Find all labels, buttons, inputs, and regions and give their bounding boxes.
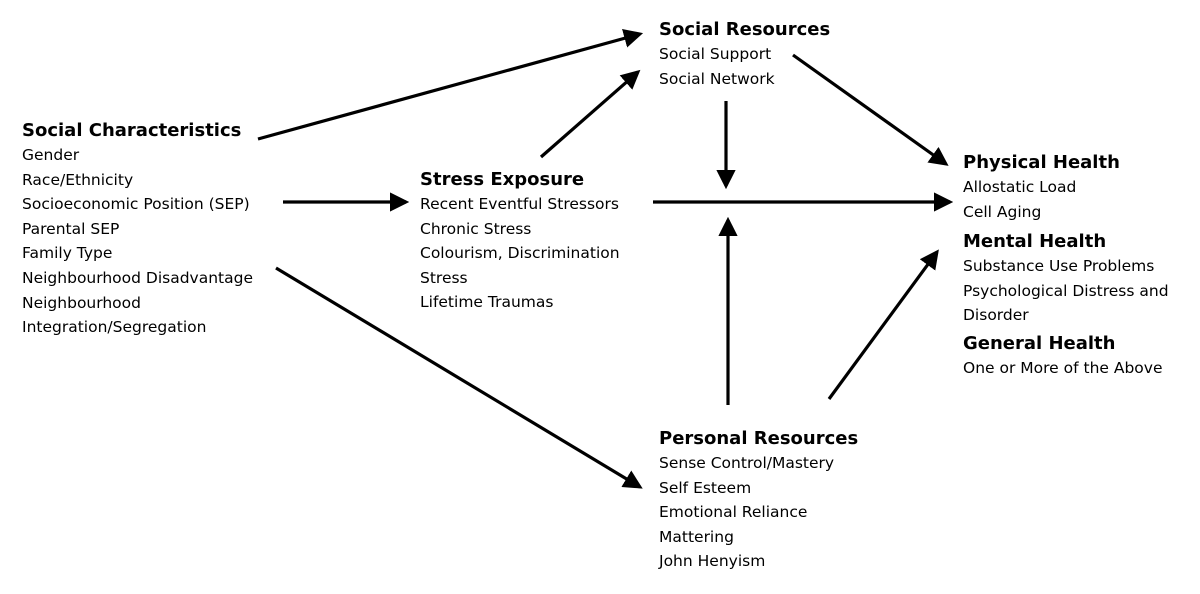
node-item: Self Esteem bbox=[659, 478, 752, 497]
node-mental-health: Mental Health Substance Use Problems Psy… bbox=[963, 230, 1169, 328]
arrow-social-characteristics-to-personal-resources bbox=[275, 266, 643, 489]
node-items: Substance Use Problems Psychological Dis… bbox=[963, 254, 1169, 328]
node-item: Socioeconomic Position (SEP) bbox=[22, 195, 250, 214]
node-items: Recent Eventful Stressors Chronic Stress… bbox=[420, 192, 620, 315]
arrow-social-characteristics-to-social-resources bbox=[257, 28, 644, 141]
arrow-personal-resources-to-mental-health bbox=[827, 249, 939, 400]
node-title: Personal Resources bbox=[659, 428, 859, 449]
node-item: Cell Aging bbox=[963, 202, 1042, 221]
node-item: John Henyism bbox=[659, 552, 766, 571]
node-physical-health: Physical Health Allostatic Load Cell Agi… bbox=[963, 151, 1120, 224]
node-items: Sense Control/Mastery Self Esteem Emotio… bbox=[659, 451, 858, 574]
node-item: Race/Ethnicity bbox=[22, 170, 134, 189]
node-item: Neighbourhood bbox=[22, 293, 141, 312]
node-social-resources: Social Resources Social Support Social N… bbox=[659, 18, 830, 91]
node-items: One or More of the Above bbox=[963, 356, 1163, 381]
arrow-social-resources-to-physical-health bbox=[792, 53, 949, 166]
node-title: Physical Health bbox=[963, 152, 1120, 173]
node-social-characteristics: Social Characteristics Gender Race/Ethni… bbox=[22, 119, 253, 340]
node-general-health: General Health One or More of the Above bbox=[963, 332, 1163, 381]
node-title: General Health bbox=[963, 333, 1116, 354]
node-item: Stress bbox=[420, 268, 468, 287]
node-item: Family Type bbox=[22, 244, 113, 263]
node-title: Stress Exposure bbox=[420, 169, 585, 190]
node-item: Gender bbox=[22, 146, 80, 164]
node-personal-resources: Personal Resources Sense Control/Mastery… bbox=[659, 427, 858, 574]
node-stress-exposure: Stress Exposure Recent Eventful Stressor… bbox=[420, 168, 620, 315]
node-item: Colourism, Discrimination bbox=[420, 244, 620, 263]
node-item: Parental SEP bbox=[22, 219, 120, 238]
arrow-stress-exposure-to-social-resources bbox=[539, 69, 641, 159]
node-title: Mental Health bbox=[963, 231, 1107, 252]
node-item: Disorder bbox=[963, 306, 1029, 325]
node-item: Chronic Stress bbox=[420, 219, 532, 238]
node-item: Recent Eventful Stressors bbox=[420, 195, 619, 213]
node-item: Allostatic Load bbox=[963, 178, 1077, 196]
node-title: Social Characteristics bbox=[22, 120, 242, 141]
node-items: Gender Race/Ethnicity Socioeconomic Posi… bbox=[22, 143, 253, 340]
node-item: Sense Control/Mastery bbox=[659, 454, 835, 472]
node-item: Emotional Reliance bbox=[659, 503, 808, 522]
node-item: Social Network bbox=[659, 69, 775, 88]
node-item: Lifetime Traumas bbox=[420, 293, 554, 312]
node-item: Mattering bbox=[659, 527, 734, 546]
node-items: Social Support Social Network bbox=[659, 42, 830, 91]
node-item: Neighbourhood Disadvantage bbox=[22, 268, 254, 287]
node-title: Social Resources bbox=[659, 19, 831, 40]
node-items: Allostatic Load Cell Aging bbox=[963, 175, 1120, 224]
node-item: Psychological Distress and bbox=[963, 281, 1169, 300]
node-item: Integration/Segregation bbox=[22, 318, 207, 337]
node-item: One or More of the Above bbox=[963, 359, 1163, 377]
node-item: Social Support bbox=[659, 45, 772, 63]
node-item: Substance Use Problems bbox=[963, 257, 1155, 275]
